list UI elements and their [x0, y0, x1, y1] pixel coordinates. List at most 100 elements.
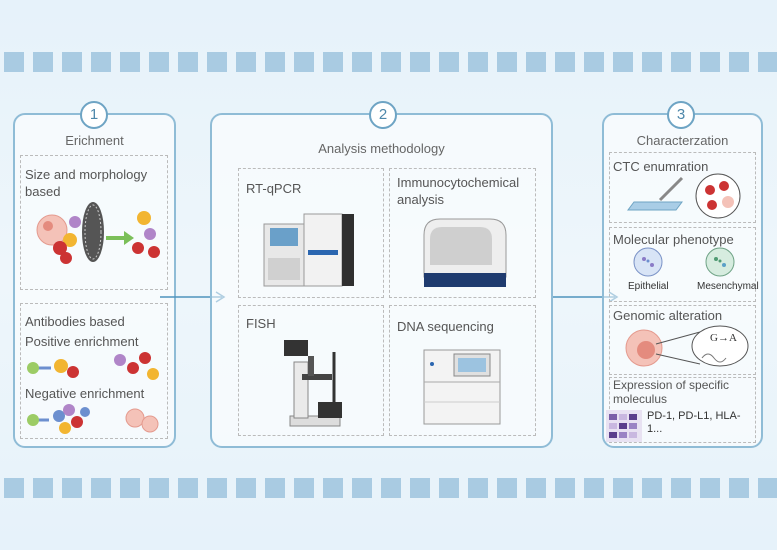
- band-dash: [381, 52, 401, 72]
- bottom-dashed-band: [0, 478, 777, 498]
- band-dash: [700, 52, 720, 72]
- method-label-rtqpcr: RT-qPCR: [246, 181, 302, 196]
- phenotype-box: [609, 227, 756, 302]
- band-dash: [642, 52, 662, 72]
- band-dash: [439, 478, 459, 498]
- band-dash: [352, 478, 372, 498]
- characterization-title: Characterzation: [636, 133, 729, 148]
- microscope-illustration: [284, 340, 342, 427]
- method-label-icc: Immunocytochemical analysis: [397, 175, 520, 207]
- band-dash: [120, 478, 140, 498]
- characterization-panel: [602, 113, 763, 448]
- band-dash: [671, 52, 691, 72]
- mesenchymal-label: Mesenchymal: [697, 281, 759, 292]
- band-dash: [62, 52, 82, 72]
- antibodies-box: [20, 303, 168, 439]
- band-dash: [207, 52, 227, 72]
- band-dash: [613, 478, 633, 498]
- filtration-illustration: [36, 202, 160, 264]
- band-dash: [584, 478, 604, 498]
- band-dash: [700, 478, 720, 498]
- method-box-rtqpcr: [238, 168, 384, 298]
- enumeration-box: [609, 152, 756, 223]
- band-dash: [62, 478, 82, 498]
- band-dash: [91, 478, 111, 498]
- negative-enrichment-label: Negative enrichment: [25, 386, 145, 401]
- band-dash: [265, 478, 285, 498]
- band-dash: [149, 478, 169, 498]
- band-dash: [439, 52, 459, 72]
- band-dash: [526, 52, 546, 72]
- band-dash: [410, 52, 430, 72]
- band-dash: [381, 478, 401, 498]
- pcr-machine-illustration: [263, 213, 354, 287]
- band-dash: [468, 52, 488, 72]
- method-box-dnaseq: [389, 305, 536, 436]
- band-dash: [584, 52, 604, 72]
- band-dash: [555, 478, 575, 498]
- band-dash: [526, 478, 546, 498]
- analysis-title: Analysis methodology: [318, 141, 445, 156]
- top-dashed-band: [0, 52, 777, 72]
- band-dash: [555, 52, 575, 72]
- band-dash: [323, 478, 343, 498]
- epithelial-cell-icon: [633, 247, 663, 277]
- band-dash: [729, 52, 749, 72]
- band-dash: [294, 478, 314, 498]
- band-dash: [294, 52, 314, 72]
- negative-enrichment-illustration: [27, 404, 159, 434]
- band-dash: [207, 478, 227, 498]
- band-dash: [758, 478, 777, 498]
- band-dash: [236, 52, 256, 72]
- genomic-label: Genomic alteration: [613, 308, 723, 323]
- enumeration-label: CTC enumration: [613, 159, 709, 174]
- band-dash: [729, 478, 749, 498]
- method-box-icc: [389, 168, 536, 298]
- band-dash: [265, 52, 285, 72]
- band-dash: [613, 52, 633, 72]
- positive-enrichment-illustration: [27, 352, 159, 380]
- enrichment-panel: [13, 113, 176, 448]
- phenotype-label: Molecular phenotype: [613, 232, 734, 247]
- band-dash: [91, 52, 111, 72]
- band-dash: [149, 52, 169, 72]
- band-dash: [4, 52, 24, 72]
- markers-label: PD-1, PD-L1, HLA-1...: [647, 410, 741, 435]
- band-dash: [323, 52, 343, 72]
- genomic-illustration: [625, 325, 749, 367]
- immunoanalyzer-illustration: [423, 218, 507, 287]
- band-dash: [352, 52, 372, 72]
- band-dash: [671, 478, 691, 498]
- band-dash: [178, 478, 198, 498]
- genomic-box: [609, 305, 756, 375]
- band-dash: [4, 478, 24, 498]
- step-1-badge: 1: [80, 101, 108, 129]
- band-dash: [497, 52, 517, 72]
- band-dash: [120, 52, 140, 72]
- mesenchymal-cell-icon: [705, 247, 735, 277]
- size-method-box: [20, 155, 168, 290]
- method-label-dnaseq: DNA sequencing: [397, 319, 494, 334]
- size-method-label: Size and morphology based: [25, 167, 148, 199]
- step-2-badge: 2: [369, 101, 397, 129]
- step-3-badge: 3: [667, 101, 695, 129]
- enumeration-illustration: [627, 173, 741, 219]
- band-dash: [236, 478, 256, 498]
- band-dash: [410, 478, 430, 498]
- method-label-fish: FISH: [246, 316, 276, 331]
- antibodies-label: Antibodies based: [25, 314, 125, 329]
- mutation-label: G→A: [710, 332, 737, 344]
- expression-heatmap-icon: [606, 410, 642, 442]
- band-dash: [642, 478, 662, 498]
- band-dash: [468, 478, 488, 498]
- positive-enrichment-label: Positive enrichment: [25, 334, 139, 349]
- sequencer-illustration: [423, 349, 501, 425]
- method-box-fish: [238, 305, 384, 436]
- band-dash: [497, 478, 517, 498]
- expression-label: Expression of specific moleculus: [613, 378, 730, 406]
- band-dash: [33, 52, 53, 72]
- enrichment-title: Erichment: [65, 133, 124, 148]
- band-dash: [758, 52, 777, 72]
- band-dash: [33, 478, 53, 498]
- epithelial-label: Epithelial: [628, 281, 669, 292]
